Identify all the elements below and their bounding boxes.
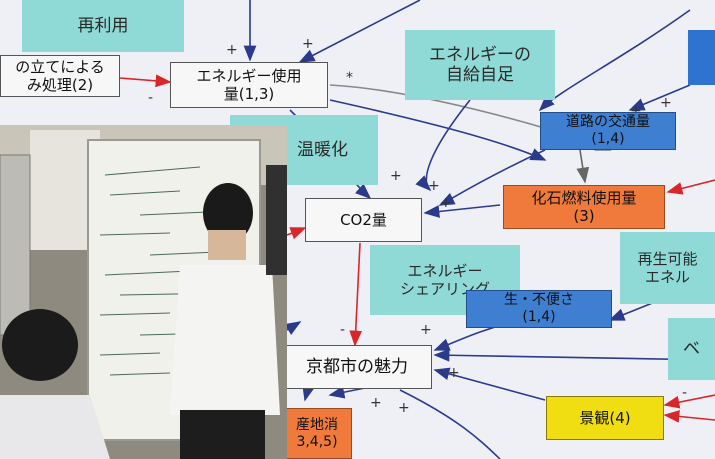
workshop-photo-scene bbox=[0, 125, 287, 459]
sticky-renewable: 再生可能 エネル bbox=[620, 232, 715, 304]
node-convenience-line1: 生・不便さ bbox=[504, 292, 574, 309]
sticky-global-warming-label: 温暖化 bbox=[297, 139, 348, 160]
node-energy-use: エネルギー使用 量(1,3) bbox=[170, 62, 328, 108]
node-road-traffic-line1: 道路の交通量 bbox=[566, 114, 650, 131]
sticky-renewable-line2: エネル bbox=[644, 268, 690, 286]
node-road-traffic-line2: (1,4) bbox=[591, 131, 625, 147]
plus-sign: + bbox=[390, 168, 402, 184]
sticky-energy-line2: 自給自足 bbox=[446, 65, 514, 85]
node-blue-edge bbox=[688, 30, 715, 85]
node-local-consumption-line1: 産地消 bbox=[296, 416, 338, 433]
node-waste-processing-line1: の立てによる bbox=[15, 58, 105, 76]
node-landscape-label: 景観(4) bbox=[579, 409, 631, 427]
plus-sign: + bbox=[448, 365, 460, 381]
node-waste-processing: の立てによる み処理(2) bbox=[0, 55, 120, 97]
plus-sign: + bbox=[428, 178, 440, 194]
minus-sign: - bbox=[340, 322, 346, 338]
plus-sign: + bbox=[420, 322, 432, 338]
minus-sign: - bbox=[148, 90, 154, 106]
plus-sign: + bbox=[226, 42, 238, 58]
plus-sign: * bbox=[346, 70, 353, 86]
sticky-right-edge-label: ベ bbox=[683, 338, 700, 359]
sticky-energy-self-sufficiency: エネルギーの 自給自足 bbox=[405, 30, 555, 100]
sticky-right-edge: ベ bbox=[668, 318, 715, 380]
node-landscape: 景観(4) bbox=[546, 396, 664, 440]
plus-sign: + bbox=[630, 103, 642, 119]
node-convenience: 生・不便さ (1,4) bbox=[466, 290, 612, 328]
node-fossil-fuel: 化石燃料使用量 (3) bbox=[503, 185, 665, 229]
sticky-renewable-line1: 再生可能 bbox=[637, 250, 698, 268]
person-standing-icon bbox=[170, 183, 280, 459]
plus-sign: + bbox=[370, 395, 382, 411]
plus-sign: + bbox=[302, 36, 314, 52]
node-road-traffic: 道路の交通量 (1,4) bbox=[540, 112, 676, 150]
node-convenience-line2: (1,4) bbox=[522, 309, 556, 325]
node-local-consumption-line2: 3,4,5) bbox=[296, 433, 338, 450]
sticky-reuse-label: 再利用 bbox=[77, 15, 129, 36]
sticky-energy-sharing-line1: エネルギー bbox=[407, 262, 483, 280]
person-seated-icon bbox=[0, 309, 110, 459]
plus-sign: + bbox=[660, 95, 672, 111]
sticky-reuse: 再利用 bbox=[22, 0, 184, 52]
sticky-energy-line1: エネルギーの bbox=[429, 44, 531, 65]
node-co2-label: CO2量 bbox=[340, 211, 387, 229]
plus-sign: + bbox=[440, 195, 452, 211]
node-fossil-fuel-line1: 化石燃料使用量 bbox=[531, 189, 637, 207]
node-energy-use-line2: 量(1,3) bbox=[223, 85, 275, 103]
node-local-consumption: 産地消 3,4,5) bbox=[282, 408, 352, 459]
node-fossil-fuel-line2: (3) bbox=[573, 207, 595, 225]
minus-sign: - bbox=[682, 385, 688, 401]
node-co2: CO2量 bbox=[305, 198, 422, 242]
node-energy-use-line1: エネルギー使用 bbox=[196, 67, 302, 85]
node-city-appeal: 京都市の魅力 bbox=[282, 345, 432, 389]
plus-sign: + bbox=[398, 400, 410, 416]
workshop-photo bbox=[0, 125, 287, 459]
node-city-appeal-label: 京都市の魅力 bbox=[306, 356, 408, 377]
node-waste-processing-line2: み処理(2) bbox=[26, 76, 94, 94]
person-background-icon bbox=[266, 165, 287, 275]
